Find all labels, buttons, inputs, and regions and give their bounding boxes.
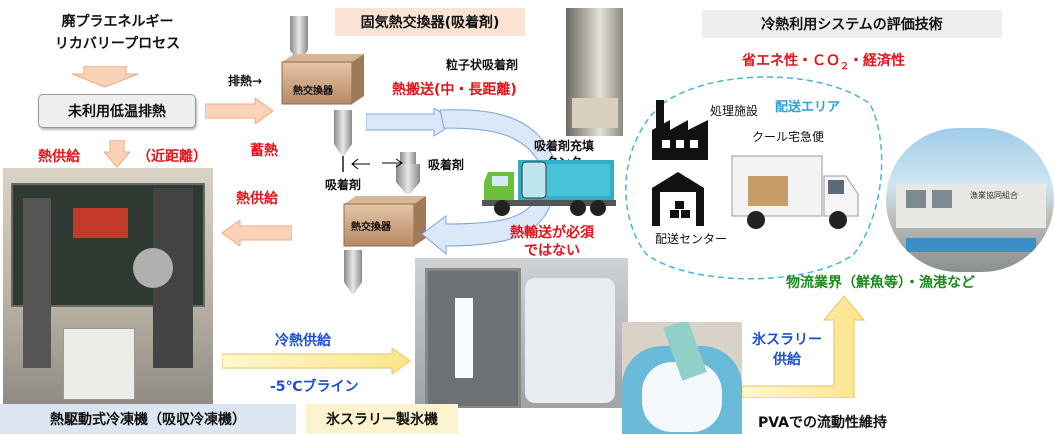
brine-label: -5℃ブライン [270,379,359,395]
process-title-line2: リカバリープロセス [54,36,181,52]
delivery-area-label: 配送エリア [775,100,841,115]
machine-frame [425,268,521,408]
ice-slurry-photo [622,322,742,434]
adsorbent-in-label: 吸着剤 [428,158,465,172]
tanker-truck-icon [482,160,616,216]
exchanger-top-label: 熱交換器 [293,86,333,97]
machine-column [455,298,473,378]
heat-storage-label: 蓄熱 [250,143,278,159]
factory-icon [652,100,708,160]
distribution-center-icon [652,172,704,226]
cold-supply-label: 冷熱供給 [275,333,331,349]
down-arrow-1 [71,66,139,88]
cool-delivery-truck-icon [731,155,859,229]
chiller-gauge [133,248,173,288]
ice-machine-label: 氷スラリー製氷機 [326,412,438,428]
heat-exchanger-bottom [343,152,426,294]
machine-drum [525,278,615,403]
benefits-label: 省エネ性・ＣＯ２・経済性 [742,50,905,72]
benefits-sub: ２ [840,61,850,72]
heat-transport-not-required: 熱輸送が必須 ではない [510,224,594,260]
not-required-line1: 熱輸送が必須 [510,225,594,241]
evaluation-header-label: 冷熱利用システムの評価技術 [761,17,943,33]
ice-supply-arrow [742,295,866,398]
cold-supply-arrow [222,348,411,374]
benefits-b: ・経済性 [849,53,906,69]
processing-facility-label: 処理施設 [710,104,759,118]
cooperative-sign: 漁業協同組合 [970,191,1018,200]
not-required-line2: ではない [524,243,580,259]
ice-supply-line1: 氷スラリー [752,332,822,348]
chiller-label-box: 熱駆動式冷凍機（吸収冷凍機） [0,404,296,434]
ice-machine-label-box: 氷スラリー製氷機 [306,404,458,434]
adsorbent-granules [572,98,618,128]
process-title: 廃プラエネルギー リカバリープロセス [40,11,195,55]
exhaust-heat-label: 排熱→ [228,74,263,88]
exchanger-header: 固気熱交換器(吸着剤) [335,8,525,36]
adsorbent-in-arrow [382,158,403,168]
down-arrow-2 [104,140,130,168]
building-window-1 [906,190,926,208]
exchanger-bottom-label: 熱交換器 [351,222,391,233]
distribution-center-label: 配送センター [655,232,728,246]
building-window-2 [932,190,952,208]
unused-heat-label: 未利用低温排熱 [68,104,166,120]
ice-supply-label: 氷スラリー 供給 [752,330,822,370]
left-arrow-heat-supply [221,220,292,246]
industry-label: 物流業界（鮮魚等）・漁港など [786,275,975,291]
benefits-a: 省エネ性・ＣＯ [742,53,840,69]
chiller-label: 熱駆動式冷凍機（吸収冷凍機） [50,412,246,428]
ice-slurry-machine-photo [415,258,628,408]
absorption-chiller-photo [3,168,213,406]
unused-heat-box: 未利用低温排熱 [38,94,196,128]
chiller-pipe [23,198,51,368]
evaluation-header: 冷熱利用システムの評価技術 [702,10,1002,38]
tank-label-line1: 吸着剤充填 [534,139,595,153]
cool-delivery-label: クール宅急便 [752,130,825,144]
heat-supply-label: 熱供給 [236,191,278,207]
exchanger-header-label: 固気熱交換器(吸着剤) [360,15,500,31]
heat-supply-near-label: 熱供給 [38,149,80,165]
adsorbent-out-arrow [351,158,370,170]
granular-adsorbent-photo [566,8,623,136]
fishing-port-photo: 漁業協同組合 [886,128,1054,272]
chiller-red-part [73,208,128,238]
near-distance-label: （近距離） [137,149,207,165]
transport-arrow-left [421,196,553,256]
process-title-line1: 廃プラエネルギー [61,14,174,30]
delivery-area-outline [625,76,883,280]
adsorbent-out-label: 吸着剤 [325,178,362,192]
granular-adsorbent-label: 粒子状吸着剤 [446,58,519,72]
chiller-unit-white [63,328,135,400]
pva-label: PVAでの流動性維持 [758,415,887,431]
right-arrow-to-exchanger [205,98,274,124]
heat-exchanger-top [281,16,364,172]
heat-transport-label: 熱搬送(中・長距離) [392,82,517,98]
ice-supply-line2: 供給 [773,352,801,368]
fish-crates [906,238,1036,252]
